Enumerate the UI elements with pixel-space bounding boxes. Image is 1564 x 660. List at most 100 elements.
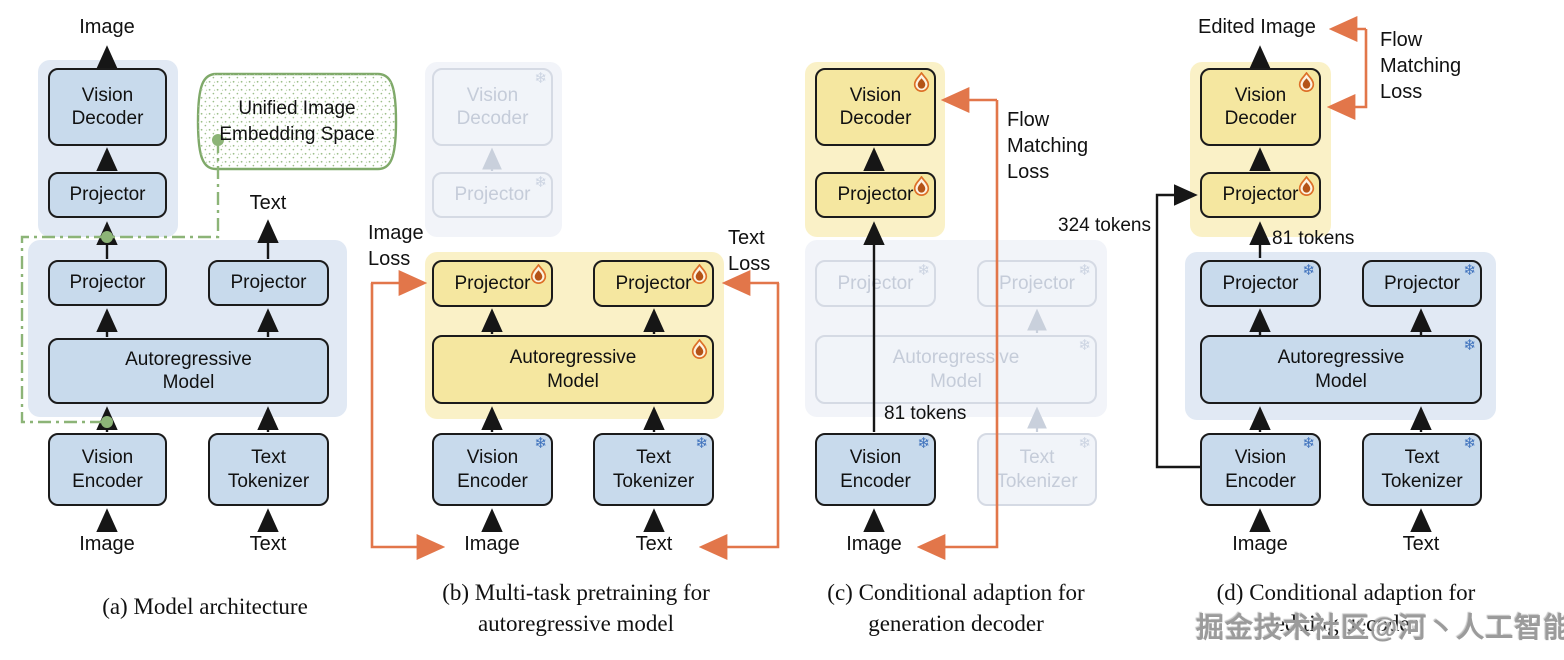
caption-d-line1: (d) Conditional adaption for bbox=[1216, 580, 1476, 605]
image-projector-box-b: Projector bbox=[432, 260, 553, 307]
fire-icon bbox=[691, 264, 708, 284]
projector-label: Projector bbox=[998, 272, 1076, 294]
snowflake-icon: ❄ bbox=[534, 435, 547, 452]
label-text-input-b: Text bbox=[635, 533, 673, 555]
caption-c-line2: generation decoder bbox=[868, 611, 1044, 636]
panel-d-arrows bbox=[1155, 45, 1432, 533]
decoder-projector-box-d: Projector bbox=[1200, 172, 1321, 218]
autoregressive-model-box-c-frozen: Autoregressive Model ❄ bbox=[815, 335, 1097, 404]
vision-encoder-label: Vision Encoder bbox=[1225, 447, 1296, 492]
label-image-input-b: Image bbox=[464, 533, 520, 555]
vision-encoder-box-b: Vision Encoder ❄ bbox=[432, 433, 553, 506]
embedding-space-link bbox=[20, 134, 224, 428]
embedding-space-label: Unified Image Embedding Space bbox=[219, 98, 375, 145]
label-324-tokens: 324 tokens bbox=[1058, 215, 1151, 236]
projector-label: Projector bbox=[454, 184, 531, 206]
fire-icon bbox=[913, 176, 930, 196]
link-node-decoder-input bbox=[101, 231, 113, 243]
image-projector-box-c-frozen: Projector ❄ bbox=[815, 260, 936, 307]
vision-decoder-box-d: Vision Decoder bbox=[1200, 68, 1321, 146]
projector-label: Projector bbox=[1222, 184, 1299, 206]
fire-icon bbox=[530, 264, 547, 284]
fire-icon bbox=[691, 339, 708, 359]
snowflake-icon: ❄ bbox=[534, 174, 547, 191]
snowflake-icon: ❄ bbox=[1463, 337, 1476, 354]
caption-b-line1: (b) Multi-task pretraining for bbox=[442, 580, 710, 605]
snowflake-icon: ❄ bbox=[1302, 435, 1315, 452]
watermark: 掘金技术社区@河丶人工智能 bbox=[1196, 612, 1564, 643]
vision-decoder-box-c: Vision Decoder bbox=[815, 68, 936, 146]
snowflake-icon: ❄ bbox=[1078, 262, 1091, 279]
projector-label: Projector bbox=[615, 272, 692, 294]
panel-b-arrows bbox=[481, 308, 665, 533]
label-text-loss: Text Loss bbox=[728, 227, 771, 275]
arrow-image-loss-return bbox=[370, 283, 446, 560]
vision-decoder-label: Vision Decoder bbox=[1224, 84, 1297, 129]
fire-icon bbox=[1298, 72, 1315, 92]
vision-decoder-box-b-frozen: Vision Decoder ❄ bbox=[432, 68, 553, 146]
projector-label: Projector bbox=[454, 272, 531, 294]
panel-c-loss-arrows bbox=[916, 87, 999, 560]
arrow-text-loss-return bbox=[698, 283, 780, 560]
vision-decoder-label: Vision Decoder bbox=[839, 84, 912, 129]
text-tokenizer-label: Text Tokenizer bbox=[996, 447, 1078, 492]
label-flow-matching-loss-c: Flow Matching Loss bbox=[1007, 109, 1089, 183]
text-projector-box-b: Projector bbox=[593, 260, 714, 307]
snowflake-icon: ❄ bbox=[695, 435, 708, 452]
label-image-input-d: Image bbox=[1232, 533, 1288, 555]
vision-decoder-label: Vision Decoder bbox=[456, 84, 529, 129]
image-projector-box-a: Projector bbox=[48, 260, 167, 306]
autoregressive-model-label: Autoregressive Model bbox=[509, 347, 637, 392]
snowflake-icon: ❄ bbox=[1463, 262, 1476, 279]
arrow-flow-matching-return-c bbox=[916, 100, 999, 560]
projector-label: Projector bbox=[837, 184, 914, 206]
fire-icon bbox=[913, 72, 930, 92]
text-tokenizer-box-b: Text Tokenizer ❄ bbox=[593, 433, 714, 506]
panel-b-loss-arrows bbox=[370, 270, 780, 560]
snowflake-icon: ❄ bbox=[1078, 337, 1091, 354]
projector-label: Projector bbox=[230, 272, 307, 294]
snowflake-icon: ❄ bbox=[534, 70, 547, 87]
caption-d-line2: editing decoder bbox=[1274, 611, 1418, 636]
caption-b-line2: autoregressive model bbox=[477, 611, 675, 636]
label-image-input-a: Image bbox=[79, 533, 135, 555]
label-text-input-a: Text bbox=[249, 533, 287, 555]
embedding-space-shape bbox=[196, 72, 398, 171]
fire-icon bbox=[1298, 176, 1315, 196]
label-image-output-a: Image bbox=[79, 16, 135, 38]
caption-c-line1: (c) Conditional adaption for bbox=[827, 580, 1085, 605]
arrow-324-tokens bbox=[1155, 184, 1200, 469]
autoregressive-model-label: Autoregressive Model bbox=[125, 348, 252, 393]
projector-label: Projector bbox=[1222, 272, 1299, 294]
label-text-output-a: Text bbox=[249, 192, 287, 214]
snowflake-icon: ❄ bbox=[1463, 435, 1476, 452]
snowflake-icon: ❄ bbox=[1302, 262, 1315, 279]
label-image-loss: Image Loss bbox=[368, 222, 424, 270]
label-image-input-c: Image bbox=[846, 533, 902, 555]
vision-encoder-label: Vision Encoder bbox=[72, 447, 143, 492]
projector-label: Projector bbox=[837, 272, 914, 294]
vision-encoder-box-d: Vision Encoder ❄ bbox=[1200, 433, 1321, 506]
autoregressive-model-box-d: Autoregressive Model ❄ bbox=[1200, 335, 1482, 404]
autoregressive-model-label: Autoregressive Model bbox=[892, 347, 1020, 392]
projector-label: Projector bbox=[1383, 272, 1461, 294]
caption-a: (a) Model architecture bbox=[102, 594, 308, 619]
snowflake-icon: ❄ bbox=[917, 435, 930, 452]
text-tokenizer-box-a: Text Tokenizer bbox=[208, 433, 329, 506]
label-edited-image: Edited Image bbox=[1198, 16, 1316, 38]
label-81-tokens-d: 81 tokens bbox=[1272, 228, 1355, 249]
snowflake-icon: ❄ bbox=[917, 262, 930, 279]
image-projector-box-d: Projector ❄ bbox=[1200, 260, 1321, 307]
label-text-input-d: Text bbox=[1402, 533, 1440, 555]
text-tokenizer-box-d: Text Tokenizer ❄ bbox=[1362, 433, 1482, 506]
projector-label: Projector bbox=[69, 272, 146, 294]
decoder-projector-box-c: Projector bbox=[815, 172, 936, 218]
link-node-encoder-output bbox=[101, 416, 113, 428]
vision-encoder-label: Vision Encoder bbox=[840, 447, 911, 492]
projector-label: Projector bbox=[69, 184, 146, 206]
vision-decoder-box-a: Vision Decoder bbox=[48, 68, 167, 146]
vision-encoder-box-c: Vision Encoder ❄ bbox=[815, 433, 936, 506]
vision-encoder-box-a: Vision Encoder bbox=[48, 433, 167, 506]
